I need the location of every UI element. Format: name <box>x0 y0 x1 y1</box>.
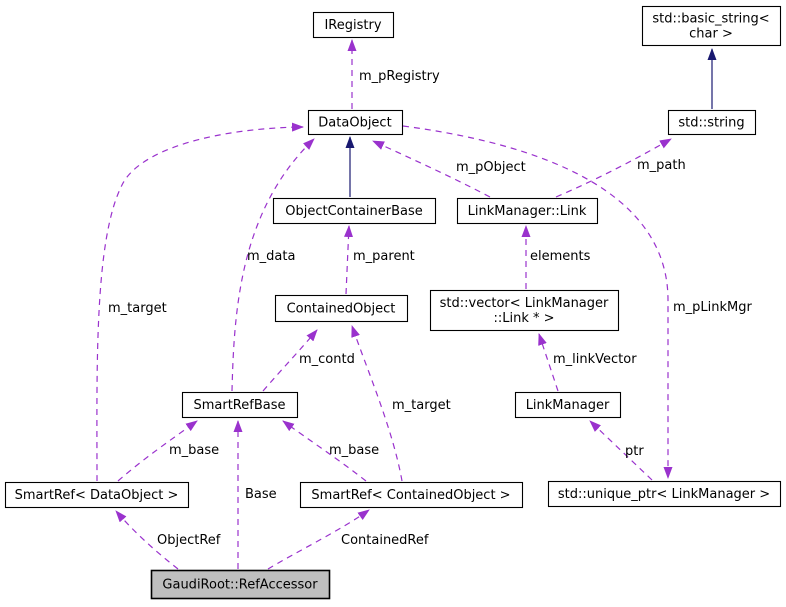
edge-label-srco-to-srb: m_base <box>329 443 379 458</box>
edge-srb-to-dataobject <box>231 138 315 392</box>
node-box-objectcontainerbase[interactable] <box>272 197 437 225</box>
node-box-std-vector[interactable] <box>429 289 620 332</box>
node-unique-ptr[interactable]: std::unique_ptr< LinkManager > <box>547 480 782 508</box>
node-box-linkmanager-link[interactable] <box>456 197 599 225</box>
edge-label-co-to-ocb: m_parent <box>353 249 415 264</box>
node-std-vector[interactable]: std::vector< LinkManager::Link * > <box>429 289 620 332</box>
node-label-std-vector: std::vector< LinkManager::Link * > <box>440 296 609 326</box>
node-box-basic-string[interactable] <box>641 5 782 47</box>
edge-label-srco-to-containedobject: m_target <box>392 398 451 413</box>
node-box-unique-ptr[interactable] <box>547 480 782 508</box>
edge-label-link-to-string: m_path <box>637 158 686 173</box>
edge-label-refaccessor-to-srco: ContainedRef <box>341 533 429 548</box>
node-dataobject[interactable]: DataObject <box>307 109 404 136</box>
edge-link-to-dataobject <box>372 140 491 198</box>
edge-label-link-to-dataobject: m_pObject <box>456 160 526 175</box>
node-linkmanager[interactable]: LinkManager <box>514 391 622 419</box>
edge-label-dataobject-to-uniqueptr: m_pLinkMgr <box>673 300 753 315</box>
node-objectcontainerbase[interactable]: ObjectContainerBase <box>272 197 437 225</box>
node-box-dataobject[interactable] <box>307 109 404 136</box>
edge-uniqueptr-to-lm <box>589 420 653 481</box>
node-box-containedobject[interactable] <box>274 294 409 323</box>
node-label-smartref-dataobject: SmartRef< DataObject > <box>15 488 179 503</box>
edge-label-srdo-to-srb: m_base <box>169 443 219 458</box>
node-label-smartrefbase: SmartRefBase <box>193 398 285 413</box>
node-label-refaccessor: GaudiRoot::RefAccessor <box>162 578 318 593</box>
edge-label-uniqueptr-to-lm: ptr <box>625 444 644 459</box>
node-label-linkmanager-link: LinkManager::Link <box>468 204 587 219</box>
edge-srco-to-containedobject <box>351 325 403 482</box>
edge-dataobject-to-uniqueptr <box>402 125 673 479</box>
edge-label-srb-to-dataobject: m_data <box>247 249 295 264</box>
node-containedobject[interactable]: ContainedObject <box>274 294 409 323</box>
node-label-linkmanager: LinkManager <box>526 398 610 413</box>
node-basic-string[interactable]: std::basic_string<char > <box>641 5 782 47</box>
edge-label-vector-to-link: elements <box>530 249 591 264</box>
edge-label-lm-to-vector: m_linkVector <box>553 352 637 367</box>
edge-label-refaccessor-to-srb: Base <box>245 487 277 502</box>
node-label-std-string: std::string <box>678 116 744 131</box>
edge-label-refaccessor-to-srdo: ObjectRef <box>157 533 221 548</box>
node-label-basic-string: std::basic_string<char > <box>652 12 769 42</box>
node-smartref-dataobject[interactable]: SmartRef< DataObject > <box>4 481 190 509</box>
edge-srco-to-srb <box>282 420 367 482</box>
node-box-iregistry[interactable] <box>312 11 395 39</box>
node-box-std-string[interactable] <box>667 109 757 136</box>
node-linkmanager-link[interactable]: LinkManager::Link <box>456 197 599 225</box>
node-smartref-containedobject[interactable]: SmartRef< ContainedObject > <box>299 481 524 509</box>
edge-label-srb-to-containedobject: m_contd <box>299 352 355 367</box>
node-box-refaccessor[interactable] <box>150 569 331 600</box>
node-std-string[interactable]: std::string <box>667 109 757 136</box>
edge-link-to-string <box>555 138 672 198</box>
node-refaccessor[interactable]: GaudiRoot::RefAccessor <box>150 569 331 600</box>
node-box-smartref-dataobject[interactable] <box>4 481 190 509</box>
edge-label-srdo-to-dataobject: m_target <box>108 301 167 316</box>
edge-srdo-to-srb <box>117 420 198 482</box>
node-box-smartrefbase[interactable] <box>181 391 299 419</box>
node-label-unique-ptr: std::unique_ptr< LinkManager > <box>558 487 770 502</box>
edge-refaccessor-to-srco <box>267 509 370 570</box>
node-label-smartref-containedobject: SmartRef< ContainedObject > <box>311 488 510 503</box>
edge-co-to-ocb <box>344 225 354 295</box>
edge-label-dataobject-to-iregistry: m_pRegistry <box>359 69 440 84</box>
node-smartrefbase[interactable]: SmartRefBase <box>181 391 299 419</box>
node-box-linkmanager[interactable] <box>514 391 622 419</box>
node-label-objectcontainerbase: ObjectContainerBase <box>285 204 423 219</box>
node-label-containedobject: ContainedObject <box>287 302 396 317</box>
node-label-dataobject: DataObject <box>318 116 391 131</box>
node-iregistry[interactable]: IRegistry <box>312 11 395 39</box>
node-box-smartref-containedobject[interactable] <box>299 481 524 509</box>
node-label-iregistry: IRegistry <box>324 18 381 33</box>
